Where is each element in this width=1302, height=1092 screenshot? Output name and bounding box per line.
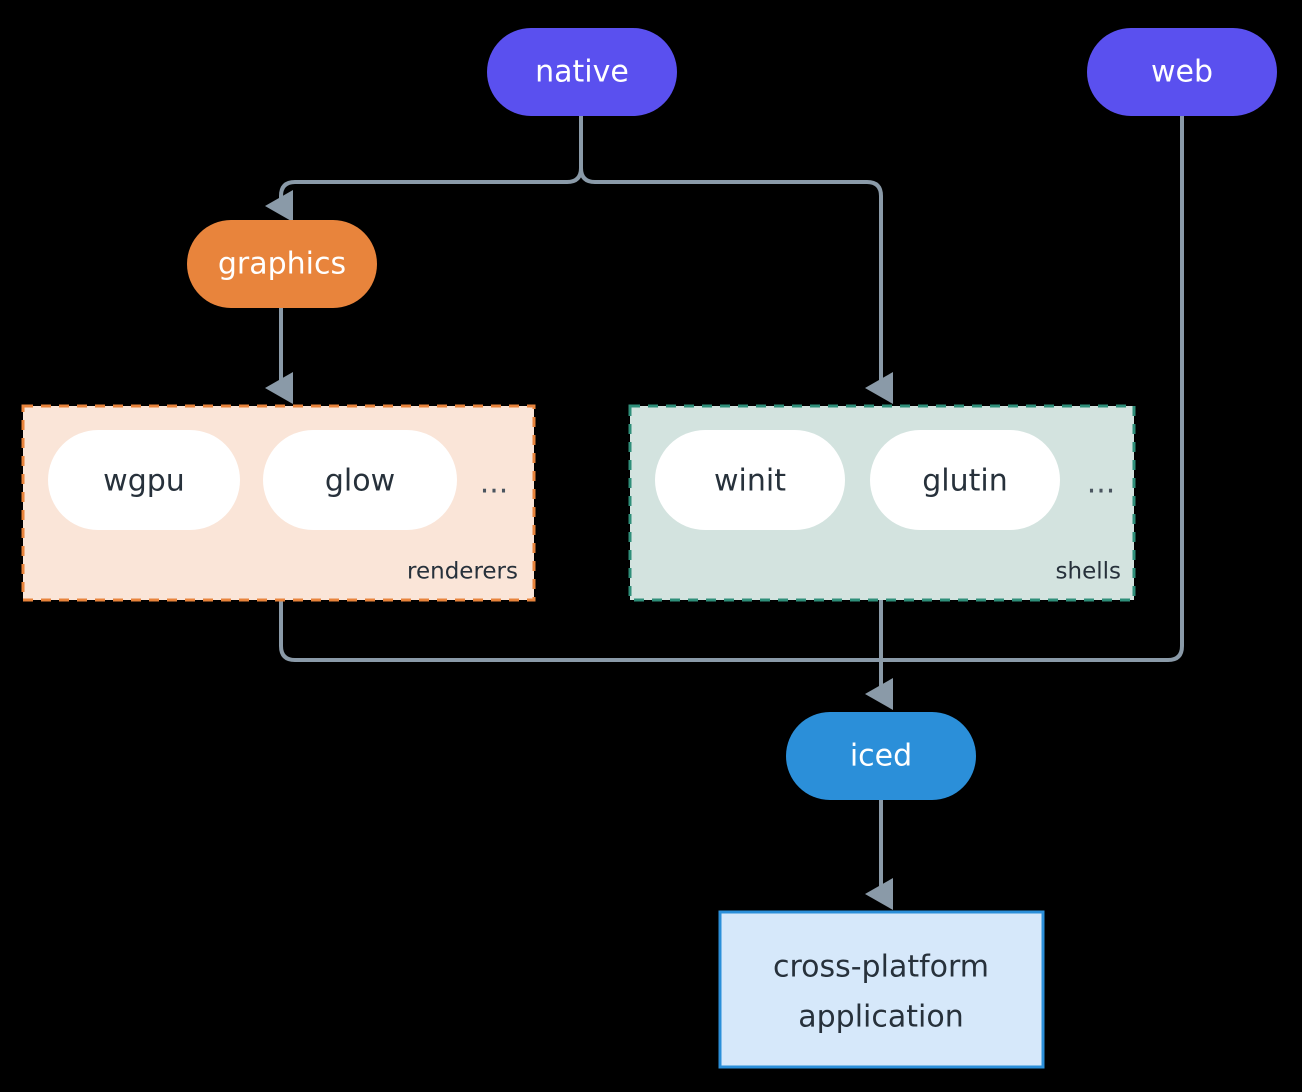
group-renderers: wgpu glow ... renderers — [21, 404, 536, 602]
group-shells: winit glutin ... shells — [628, 404, 1136, 602]
node-graphics[interactable]: graphics — [187, 220, 377, 308]
node-graphics-shape — [187, 220, 377, 308]
group-shells-tag: shells — [1056, 559, 1121, 585]
node-glutin[interactable]: glutin — [870, 430, 1060, 530]
node-web-shape — [1087, 28, 1277, 116]
node-native[interactable]: native — [487, 28, 677, 116]
node-wgpu-label: wgpu — [103, 464, 185, 499]
node-winit-shape — [655, 430, 845, 530]
node-web[interactable]: web — [1087, 28, 1277, 116]
node-native-shape — [487, 28, 677, 116]
node-iced-shape — [786, 712, 976, 800]
node-glow-label: glow — [325, 464, 395, 499]
edge-renderers-to-iced — [279, 600, 881, 662]
edge-native-to-shells — [579, 116, 893, 404]
node-application[interactable]: cross-platform application — [718, 910, 1045, 1069]
node-glutin-shape — [870, 430, 1060, 530]
edge-layer — [265, 116, 1184, 910]
node-winit[interactable]: winit — [655, 430, 845, 530]
node-glutin-label: glutin — [922, 464, 1008, 499]
node-wgpu[interactable]: wgpu — [48, 430, 240, 530]
group-renderers-tag: renderers — [407, 559, 518, 585]
node-application-label-line-2: application — [798, 1000, 963, 1035]
node-application-shape — [718, 910, 1045, 1069]
node-winit-label: winit — [714, 464, 786, 499]
shells-ellipsis: ... — [1087, 466, 1116, 501]
node-graphics-label: graphics — [218, 247, 346, 282]
node-web-label: web — [1151, 55, 1213, 90]
node-native-label: native — [535, 55, 629, 90]
node-iced-label: iced — [850, 739, 912, 774]
node-iced[interactable]: iced — [786, 712, 976, 800]
node-glow[interactable]: glow — [263, 430, 457, 530]
node-glow-shape — [263, 430, 457, 530]
edge-native-to-graphics — [265, 116, 583, 222]
node-wgpu-shape — [48, 430, 240, 530]
edge-web-to-iced — [881, 116, 1184, 662]
renderers-ellipsis: ... — [480, 466, 509, 501]
node-application-label-line-1: cross-platform — [773, 950, 989, 985]
